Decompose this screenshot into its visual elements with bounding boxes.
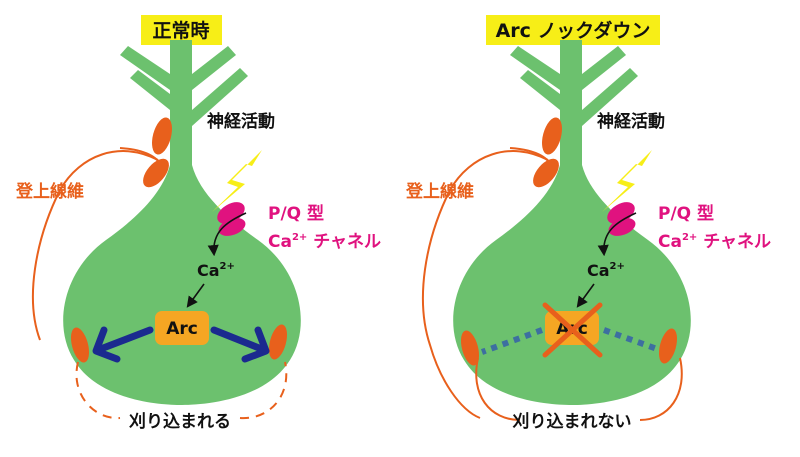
right-climbing-fiber-label: 登上線維 — [405, 181, 474, 202]
left-synapse-left — [70, 327, 90, 363]
right-channel-arrow — [597, 212, 637, 257]
left-pruning-arc — [75, 361, 288, 420]
left-ca-sup: 2+ — [220, 261, 235, 272]
left-ca-label: Ca2+ — [197, 261, 235, 280]
left-channel-bottom — [218, 218, 246, 236]
left-channel-rest: チャネル — [307, 232, 381, 252]
right-channel-bottom — [608, 218, 636, 236]
right-ca-label: Ca2+ — [587, 261, 625, 280]
left-panel: 正常時 神経活動 登上線維 P/Q 型 Ca2+ チャネル Ca2+ — [15, 15, 381, 432]
right-synapse-mid — [533, 158, 559, 188]
right-synapse-right — [658, 328, 678, 364]
right-lightning-bolt-icon — [602, 150, 652, 212]
right-blocked-arrows — [480, 327, 662, 355]
left-dendrite — [120, 40, 248, 190]
left-synapse-top — [152, 117, 172, 155]
left-arc-label: Arc — [166, 319, 198, 339]
left-arc-box — [155, 311, 209, 345]
right-channel-label-line1: P/Q 型 — [658, 203, 714, 224]
right-channel-label-line2: Ca2+ チャネル — [658, 232, 771, 252]
right-synapse-top — [542, 117, 562, 155]
left-synapse-right — [268, 324, 288, 360]
right-channel-ca: Ca — [658, 232, 682, 252]
right-ca-arrow — [576, 283, 595, 308]
right-synapse-left — [460, 330, 480, 366]
left-lightning-bolt-icon — [212, 150, 262, 212]
right-title: Arc ノックダウン — [496, 19, 651, 42]
right-ca-text: Ca — [587, 261, 610, 280]
left-neural-activity-label: 神経活動 — [207, 111, 275, 132]
right-channel-rest: チャネル — [697, 232, 771, 252]
right-fiber-loop — [475, 357, 683, 421]
left-pruning-arrows — [92, 326, 270, 363]
right-dendrite — [510, 40, 638, 190]
left-synapse-mid — [143, 158, 169, 188]
left-ca-text: Ca — [197, 261, 220, 280]
right-ca-sup: 2+ — [610, 261, 625, 272]
left-cell-body — [63, 165, 301, 405]
left-channel-label-line1: P/Q 型 — [268, 203, 324, 224]
right-cell-body — [453, 165, 691, 405]
left-channel-sup: 2+ — [292, 232, 307, 243]
left-ca-arrow — [186, 283, 205, 308]
left-title: 正常時 — [152, 19, 209, 42]
left-climbing-fiber — [31, 150, 159, 341]
right-knockdown-x-icon — [542, 302, 603, 358]
right-outcome-label: 刈り込まれない — [513, 411, 632, 432]
right-neural-activity-label: 神経活動 — [597, 111, 665, 132]
right-channel-sup: 2+ — [682, 232, 697, 243]
left-channel-label-line2: Ca2+ チャネル — [268, 232, 381, 252]
right-panel: Arc ノックダウン 神経活動 登上線維 P/Q 型 Ca2+ チャネル Ca2… — [405, 15, 771, 432]
left-channel-arrow — [207, 212, 247, 257]
left-outcome-label: 刈り込まれる — [129, 411, 231, 432]
left-channel-ca: Ca — [268, 232, 292, 252]
left-climbing-fiber-label: 登上線維 — [15, 181, 84, 202]
right-climbing-fiber — [421, 150, 549, 419]
